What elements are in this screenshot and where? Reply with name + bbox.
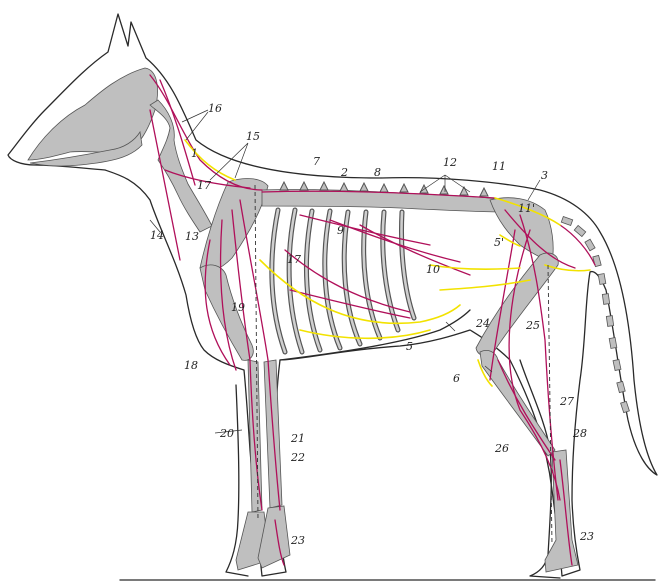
label-17-chest: 17 (287, 253, 301, 266)
label-10: 10 (426, 263, 440, 276)
label-17-neck: 17 (197, 179, 211, 192)
label-21: 21 (290, 432, 305, 445)
label-20: 20 (219, 427, 234, 440)
front-far-radius-bone (248, 360, 262, 512)
label-7: 7 (313, 155, 320, 168)
label-5: 5 (406, 340, 413, 353)
tail-vertebrae (561, 216, 629, 412)
label-18: 18 (184, 359, 198, 372)
label-9: 9 (337, 224, 344, 237)
label-28: 28 (572, 427, 587, 440)
label-23-hind: 23 (579, 530, 594, 543)
label-13: 13 (185, 230, 199, 243)
label-11: 11 (492, 160, 506, 173)
label-19: 19 (231, 301, 245, 314)
label-14: 14 (150, 229, 164, 242)
diagram-labels: 1 2 3 24 5 5' 6 7 8 9 10 11 11' 12 13 14… (150, 102, 594, 547)
label-22: 22 (290, 451, 305, 464)
label-12: 12 (443, 156, 457, 169)
label-23-front: 23 (290, 534, 305, 547)
cervical-vertebrae (150, 100, 212, 232)
label-27: 27 (559, 395, 574, 408)
label-25: 25 (525, 319, 540, 332)
label-26: 26 (494, 442, 509, 455)
label-8: 8 (374, 166, 381, 179)
label-2: 2 (340, 166, 348, 179)
label-16: 16 (208, 102, 222, 115)
label-15: 15 (246, 130, 260, 143)
label-1: 1 (191, 147, 198, 160)
label-24: 24 (475, 317, 490, 330)
label-3: 3 (541, 169, 548, 182)
label-11-prime: 11' (518, 202, 535, 215)
label-5-prime: 5' (494, 236, 504, 249)
label-6: 6 (453, 372, 460, 385)
